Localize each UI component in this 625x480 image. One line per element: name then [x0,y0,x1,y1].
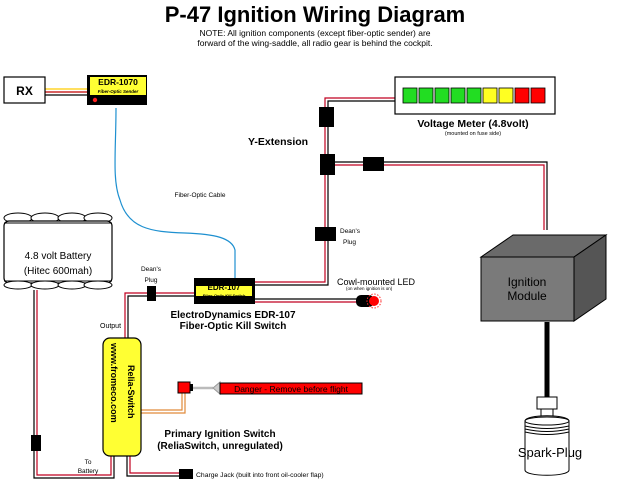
wire-charge-red [129,456,180,474]
edr1070-sender: EDR-1070 Fiber-Optic Sender [87,75,147,105]
deans-plug-right-label-1: Dean's [340,228,361,235]
spark-plug: Spark-Plug [518,396,582,476]
led-label: Cowl-mounted LED [337,277,416,287]
edr1070-model: EDR-1070 [98,77,138,87]
edr107-subtitle: Fiber-Optic Kill Switch [203,293,246,298]
wires [33,88,550,479]
meter-segment-green [402,87,418,104]
wire-edr107-black [255,232,329,286]
charge-jack [179,469,193,479]
deans-plug-left-label-1: Dean's [141,266,162,273]
arming-plug [177,380,221,396]
ignition-module-label-1: Ignition [508,275,547,289]
danger-flag-label: Danger - Remove before flight [234,384,349,394]
wire-trunk-black [327,100,395,232]
wire-charge-black [126,456,180,477]
voltage-meter-label: Voltage Meter (4.8volt) [417,118,528,130]
rx-label: RX [16,84,33,98]
voltage-meter-sublabel: (mounted on fuse side) [445,131,501,137]
diagram-title: P-47 Ignition Wiring Diagram [165,2,466,27]
wire-output-black [127,295,195,338]
voltage-meter: Voltage Meter (4.8volt) (mounted on fuse… [394,76,556,137]
fiber-optic-cable [114,107,236,278]
wire-branch-red [330,164,545,230]
edr1070-led-icon [92,97,98,103]
meter-segment-green [466,87,482,104]
wire-edr107-red [255,232,326,283]
wire-arm-2 [140,392,186,414]
relia-switch: Relia-Switch www.fromeco.com Output To B… [78,323,283,475]
meter-segment-red [514,87,530,104]
battery-lead-plug [31,435,41,451]
deans-plug-right [315,227,336,241]
meter-segments [402,87,546,104]
relia-switch-brand: Relia-Switch [126,365,136,419]
meter-segment-red [530,87,546,104]
deans-plug-right-label-2: Plug [343,239,356,246]
meter-segment-green [434,87,450,104]
wire-battery-black [33,290,115,479]
meter-segment-green [450,87,466,104]
battery-pack: 4.8 volt Battery (Hitec 600mah) [3,212,113,290]
wire-output-red [124,292,195,338]
ignition-module: Ignition Module [479,234,608,322]
note-line-2: forward of the wing-saddle, all radio ge… [197,38,432,48]
relia-caption-2: (ReliaSwitch, unregulated) [157,441,283,452]
edr1070-subtitle: Fiber-Optic Sender [98,89,139,94]
deans-plug-left [147,286,156,301]
deans-plug-left-label-2: Plug [144,277,157,284]
y-extension-plug-top [319,107,334,127]
relia-to-battery-2: Battery [78,468,99,475]
meter-segment-green [418,87,434,104]
battery-label-1: 4.8 volt Battery [25,251,92,262]
meter-segment-yellow [498,87,514,104]
led-glow-icon [369,296,379,306]
wire-trunk-red [324,97,395,232]
spark-plug-label: Spark-Plug [518,445,582,460]
led-sublabel: (on when ignition is on) [346,286,393,291]
rx-receiver: RX [3,76,46,104]
cowl-led: Cowl-mounted LED (on when ignition is on… [337,277,416,309]
relia-caption-1: Primary Ignition Switch [164,429,275,440]
battery-label-2: (Hitec 600mah) [24,266,92,277]
edr107-kill-switch: EDR-107 Fiber-Optic Kill Switch ElectroD… [170,278,296,332]
ignition-module-label-2: Module [507,289,547,303]
y-extension-junction [320,154,335,175]
wire-arm-1 [140,392,183,411]
danger-flag: Danger - Remove before flight [219,382,363,395]
wire-branch-black [330,161,548,230]
relia-switch-url: www.fromeco.com [109,342,119,423]
fiber-cable-label: Fiber-Optic Cable [175,192,226,199]
relia-to-battery-1: To [85,459,92,466]
note-line-1: NOTE: All ignition components (except fi… [199,28,430,38]
y-extension-plug-branch [363,157,384,171]
meter-segment-yellow [482,87,498,104]
y-extension-label: Y-Extension [248,136,308,148]
edr107-model: EDR-107 [208,283,241,292]
wire-battery-red [36,290,112,476]
relia-output-label: Output [100,323,121,330]
edr107-caption-1: ElectroDynamics EDR-107 [170,310,295,321]
edr107-caption-2: Fiber-Optic Kill Switch [180,321,287,332]
charge-jack-label: Charge Jack (built into front oil-cooler… [196,472,324,479]
